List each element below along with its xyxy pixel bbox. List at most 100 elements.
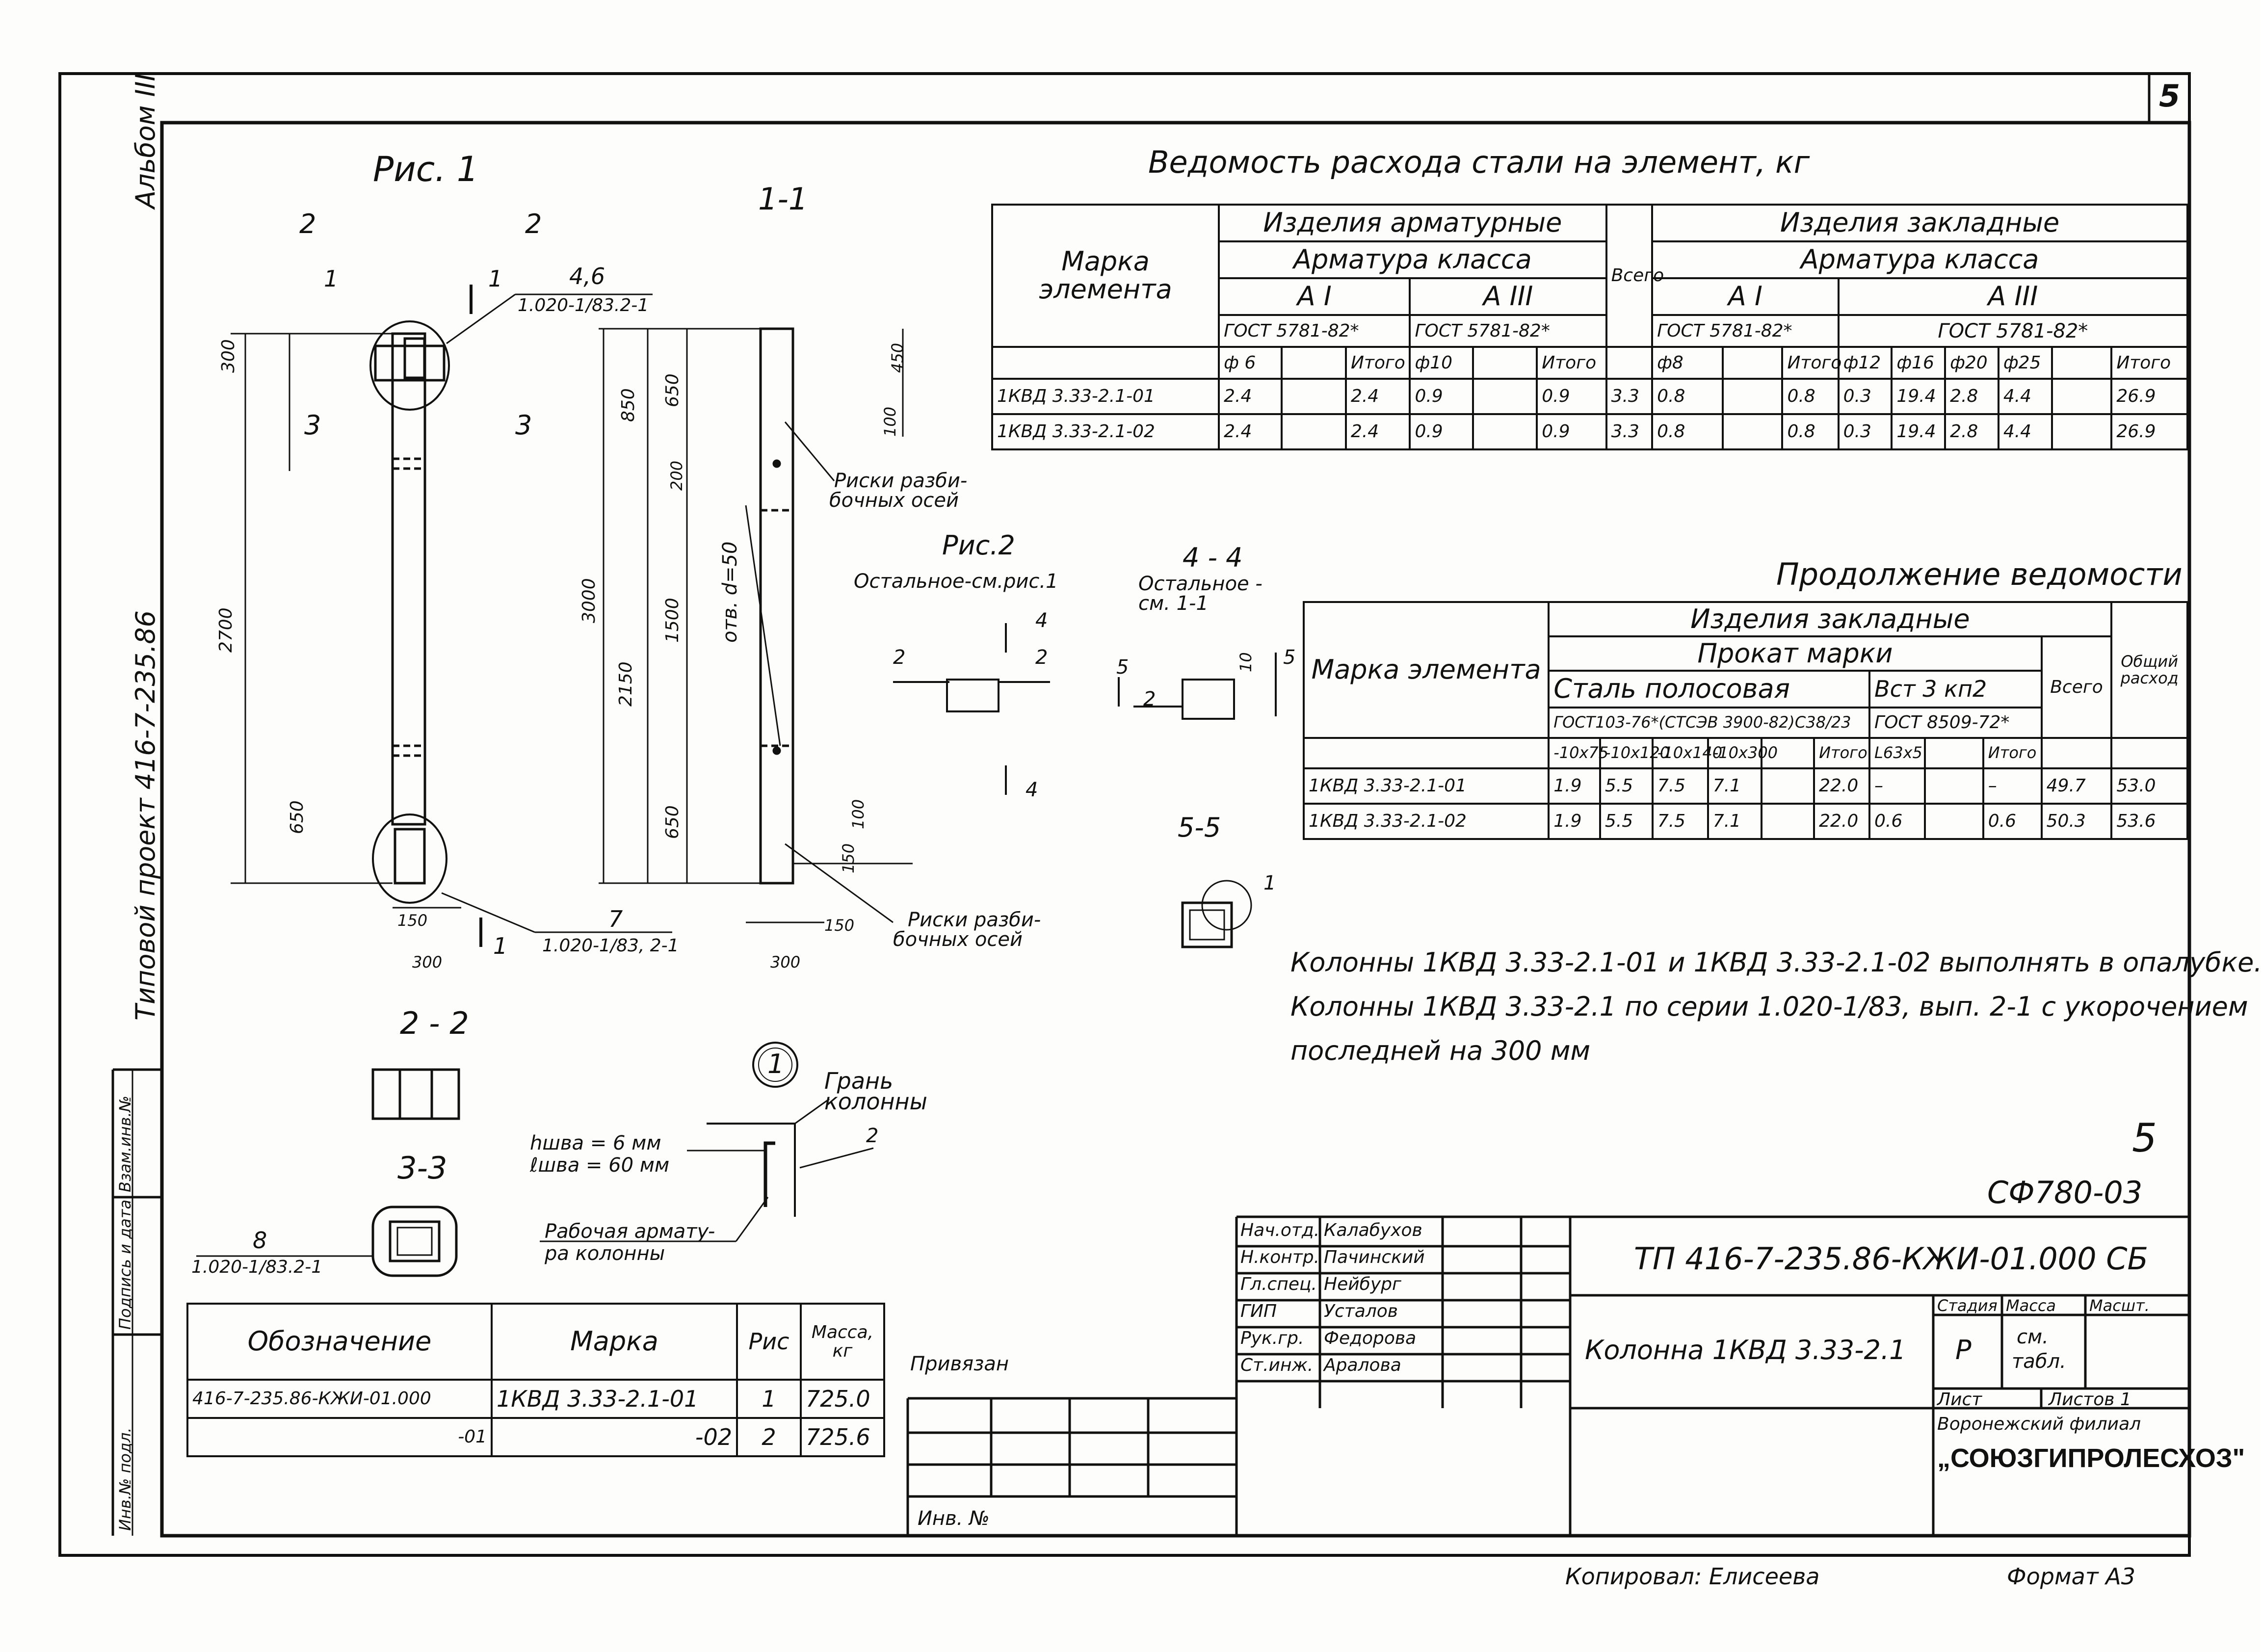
cont-cell: 53.0	[2110, 767, 2188, 805]
section-4-4-label-5b: 5	[1283, 646, 1296, 669]
cont-col	[1923, 737, 1984, 769]
cont-cell: 1КВД 3.33-2.1-01	[1302, 767, 1550, 805]
steel-cell: 2.4	[1344, 413, 1411, 450]
fig2-note: Остальное-см.рис.1	[854, 570, 1058, 593]
steel-cell: 0.8	[1651, 378, 1724, 415]
staff-name: Нейбург	[1324, 1274, 1401, 1294]
code-right: СФ780-03	[1987, 1175, 2143, 1210]
steel-cell	[2051, 378, 2113, 415]
detail-1-weld-l: ℓшва = 60 мм	[530, 1154, 670, 1177]
cont-cell: 7.1	[1707, 803, 1763, 840]
steel-col: ф 6	[1218, 346, 1283, 380]
cont-cell	[1923, 803, 1984, 840]
risk-label-bottom-1: Риски разби-	[908, 909, 1041, 931]
note-line-1: Колонны 1КВД 3.33-2.1-01 и 1КВД 3.33-2.1…	[1290, 947, 2262, 978]
spec-h-mass: Масса, кг	[800, 1303, 885, 1381]
mass-value-2: табл.	[2012, 1350, 2066, 1373]
bound-label: Привязан	[910, 1353, 1009, 1375]
table-row: 1КВД 3.33-2.1-02 1.9 5.5 7.5 7.1 22.0 0.…	[1302, 803, 2188, 840]
cont-cell: 5.5	[1599, 803, 1654, 840]
section-1-1-title: 1-1	[758, 181, 808, 217]
stage-value: Р	[1955, 1335, 1972, 1365]
section-2-2-title: 2 - 2	[400, 1005, 469, 1041]
steel-col: ф25	[1997, 346, 2053, 380]
steel-col: ф10	[1409, 346, 1474, 380]
steel-table-title: Ведомость расхода стали на элемент, кг	[1148, 144, 1810, 180]
steel-h-emb-class: Арматура класса	[1651, 240, 2188, 279]
section-3-3-ref: 1.020-1/83.2-1	[191, 1257, 323, 1277]
element-name: Колонна 1КВД 3.33-2.1	[1585, 1335, 1906, 1365]
steel-h-emb-ai: A I	[1651, 277, 1840, 316]
section-4-4-note-2: см. 1-1	[1138, 592, 1209, 615]
staff-role: Рук.гр.	[1240, 1328, 1304, 1348]
staff-name: Калабухов	[1324, 1220, 1422, 1240]
steel-cell	[1721, 413, 1784, 450]
section-5-5-title: 5-5	[1178, 812, 1221, 843]
steel-cell: 19.4	[1891, 413, 1946, 450]
staff-role: Гл.спец.	[1240, 1274, 1317, 1294]
steel-h-emb-aiii: A III	[1837, 277, 2189, 316]
steel-cell: 3.3	[1605, 413, 1654, 450]
spec-cell: 725.0	[800, 1379, 885, 1419]
cont-h-strip: Сталь полосовая	[1548, 670, 1871, 708]
steel-h-aiii: A III	[1409, 277, 1607, 316]
table-row: 1КВД 3.33-2.1-01 1.9 5.5 7.5 7.1 22.0 – …	[1302, 767, 2188, 805]
steel-cell: 0.9	[1536, 413, 1607, 450]
cont-h-mark: Марка элемента	[1302, 601, 1550, 739]
section-3-3-view	[196, 1206, 458, 1277]
section-3-3-title: 3-3	[397, 1150, 447, 1186]
cont-col: -10х75	[1548, 737, 1608, 769]
steel-cell: 26.9	[2110, 413, 2188, 450]
section-1-1-view	[599, 327, 913, 923]
steel-cell: 2.4	[1218, 413, 1283, 450]
fig2-detail	[893, 623, 1050, 795]
steel-col	[1721, 346, 1784, 380]
sheets-header: Листов 1	[2049, 1390, 2131, 1410]
steel-cell: 0.9	[1536, 378, 1607, 415]
sheet-header: Лист	[1937, 1390, 1982, 1410]
dim-150-right-bottom: 150	[824, 916, 855, 935]
cont-cell	[1761, 803, 1815, 840]
cont-col: -10х140	[1651, 737, 1722, 769]
staff-role: ГИП	[1240, 1301, 1277, 1321]
mass-value-1: см.	[2017, 1326, 2049, 1348]
detail-1-view	[540, 1042, 874, 1242]
steel-col: Итого	[1536, 346, 1607, 380]
org-line-1: Воронежский филиал	[1937, 1414, 2141, 1434]
fig2-title: Рис.2	[942, 530, 1015, 561]
cont-h-emb: Изделия закладные	[1548, 601, 2113, 637]
cont-table-title: Продолжение ведомости	[1776, 556, 2183, 592]
cont-cell: –	[1982, 767, 2043, 805]
detail-1-number: 1	[767, 1049, 785, 1079]
staff-name: Усталов	[1324, 1301, 1398, 1321]
steel-h-gost-3: ГОСТ 5781-82*	[1651, 314, 1840, 348]
steel-h-gost-4: ГОСТ 5781-82*	[1837, 314, 2189, 348]
steel-col: Итого	[2110, 346, 2188, 380]
dim-300-right: 300	[770, 953, 801, 971]
spec-cell: 1	[736, 1379, 802, 1419]
org-line-2: „СОЮЗГИПРОЛЕСХОЗ"	[1937, 1443, 2245, 1473]
ref-top-dim: 4,6	[569, 263, 605, 289]
cont-cell: 7.5	[1651, 767, 1709, 805]
cont-cell: 53.6	[2110, 803, 2188, 840]
section-2-2-view	[371, 1068, 460, 1120]
spec-cell: -02	[491, 1417, 738, 1457]
cont-h-total: Всего	[2040, 635, 2113, 739]
cont-col: Итого	[1813, 737, 1871, 769]
steel-cell: 0.8	[1651, 413, 1724, 450]
spec-cell: 416-7-235.86-КЖИ-01.000	[186, 1379, 493, 1419]
staff-role: Ст.инж.	[1240, 1355, 1314, 1375]
steel-h-arm-class: Арматура класса	[1218, 240, 1607, 279]
note-line-3: последней на 300 мм	[1290, 1035, 1591, 1066]
steel-table-grid: Марка элемента Изделия арматурные Всего …	[991, 204, 2189, 450]
cut-2-left: 2	[299, 209, 316, 239]
section-5-5-label: 1	[1263, 872, 1276, 894]
cut-3-left: 3	[304, 410, 321, 441]
spec-table: Обозначение Марка Рис Масса, кг 416-7-23…	[186, 1303, 885, 1457]
steel-h-emb-items: Изделия закладные	[1651, 204, 2188, 242]
staff-name: Аралова	[1324, 1355, 1401, 1375]
spec-h-fig: Рис	[736, 1303, 802, 1381]
cont-table: Марка элемента Изделия закладные Общий р…	[1302, 601, 2188, 840]
steel-col: Итого	[1344, 346, 1411, 380]
cont-cell	[1923, 767, 1984, 805]
